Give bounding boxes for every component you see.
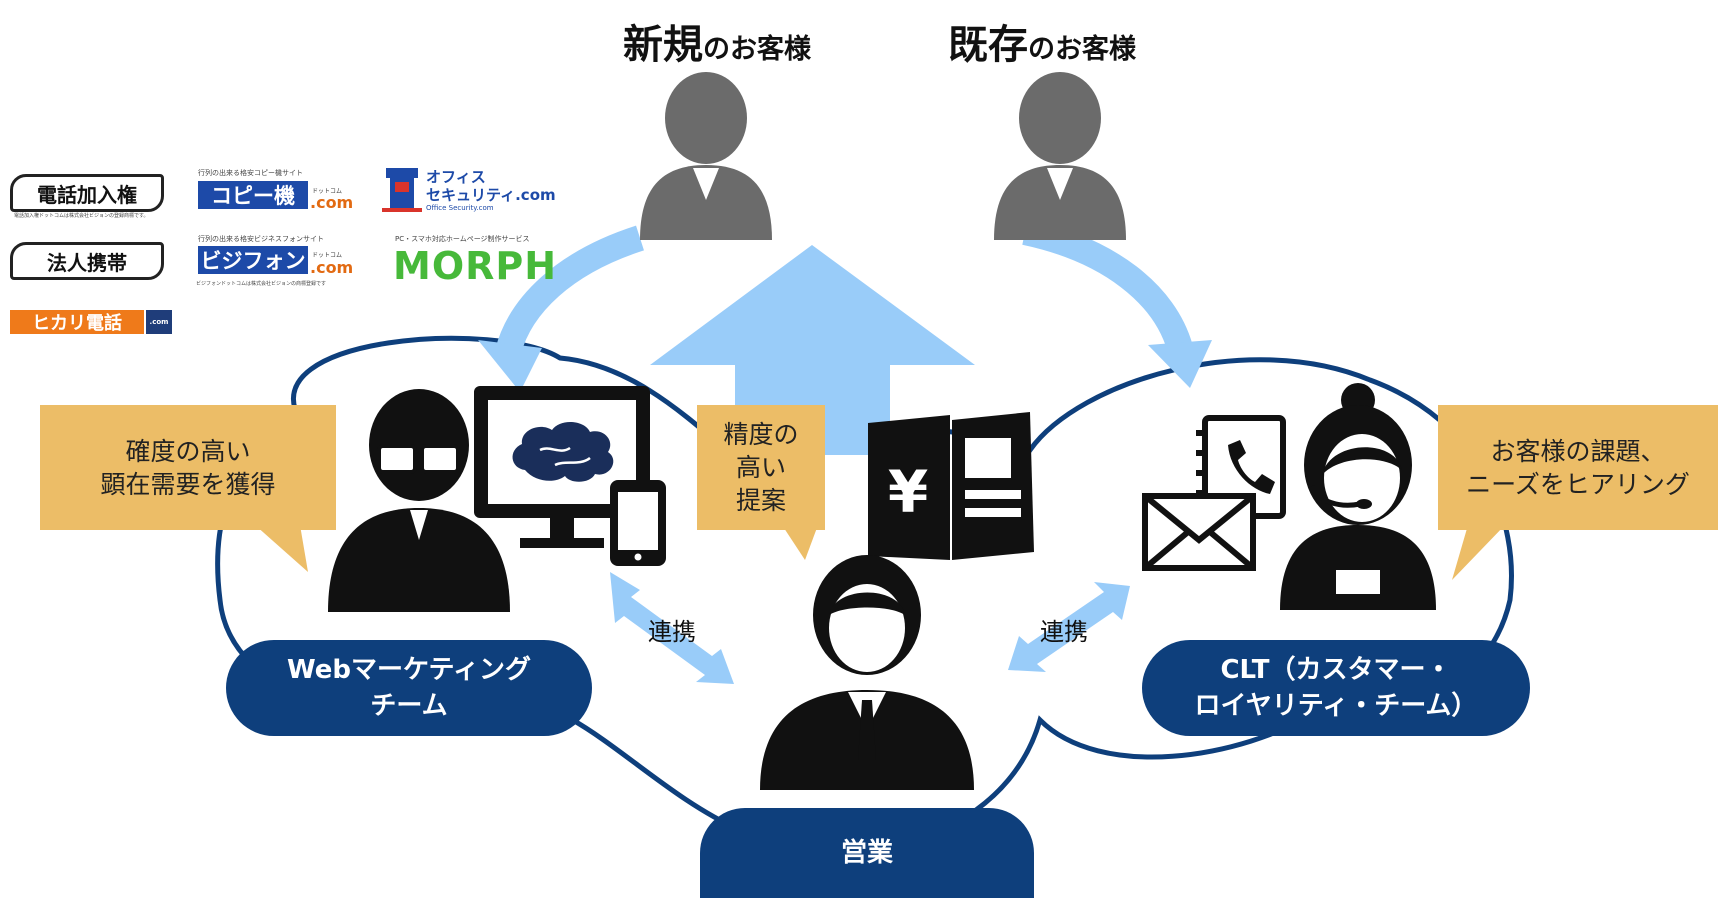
callout-clt: お客様の課題、 ニーズをヒアリング (1438, 405, 1718, 530)
logo-morph-name: MORPH (393, 244, 558, 288)
logo-bizphone-suffix: .com (310, 258, 353, 277)
logo-office-line1: オフィス (426, 166, 486, 187)
logo-denwa: 電話加入権 (10, 174, 164, 212)
link-arrow-left (610, 572, 734, 684)
callout-sales: 精度の 高い 提案 (697, 405, 825, 530)
logo-bizphone-suffix-text: .com (310, 258, 354, 277)
logo-morph: MORPH (393, 244, 557, 288)
team-sales-pill: 営業 (700, 808, 1034, 898)
logo-denwa-sub: 電話加入権ドットコムは株式会社ビジョンの登録商標です。 (14, 213, 149, 219)
logo-morph-tag: PC・スマホ対応ホームページ制作サービス (395, 235, 530, 243)
sales-person-icon (760, 555, 974, 790)
link-label-right: 連携 (1040, 618, 1088, 646)
logo-office-line1-text: オフィス (426, 168, 486, 186)
smartphone-icon (610, 480, 666, 566)
logo-bizphone: ビジフォン (198, 246, 308, 274)
envelope-icon (1142, 493, 1256, 571)
customer-new-icon (640, 72, 772, 240)
logo-copy-kana: ドットコム (312, 188, 343, 195)
link-arrow-right (1008, 582, 1130, 672)
heading-existing-suffix: のお客様 (1028, 34, 1136, 65)
team-web-pill: Webマーケティング チーム (226, 640, 592, 736)
logo-bizphone-sub: ビジフォンドットコムは株式会社ビジョンの商標登録です (196, 281, 327, 287)
svg-text:¥: ¥ (888, 458, 928, 526)
customer-existing-icon (994, 72, 1126, 240)
logo-copy-name: コピー機 (211, 184, 295, 208)
proposal-up-arrow (650, 245, 975, 455)
new-customer-arrow (495, 225, 645, 356)
yen-pamphlet-icon: ¥ (868, 412, 1034, 560)
logo-office-sub: Office Security.com (426, 204, 494, 212)
logo-bizphone-kana: ドットコム (312, 252, 343, 259)
office-security-logo-icon (382, 168, 422, 212)
logo-houjin: 法人携帯 (10, 242, 164, 280)
logo-copy: コピー機 (198, 181, 308, 209)
logo-copy-tag: 行列の出来る格安コピー機サイト (198, 169, 303, 177)
logo-denwa-name: 電話加入権 (37, 182, 137, 207)
logo-office-line2-text: セキュリティ.com (426, 186, 556, 204)
logo-office-line2: セキュリティ.com (426, 184, 556, 205)
logo-hikari-badge-text: .com (149, 318, 169, 326)
existing-customer-arrow (1022, 219, 1193, 352)
logo-hikari-name: ヒカリ電話 (32, 313, 122, 334)
operator-icon (1280, 383, 1436, 610)
heading-new-main: 新規 (623, 22, 703, 68)
logo-copy-suffix-text: .com (310, 193, 354, 212)
heading-new-suffix: のお客様 (703, 34, 811, 65)
logo-bizphone-tag: 行列の出来る格安ビジネスフォンサイト (198, 235, 324, 243)
team-clt-pill: CLT（カスタマー・ ロイヤリティ・チーム） (1142, 640, 1530, 736)
heading-existing-main: 既存 (948, 22, 1028, 68)
callout-web: 確度の高い 顕在需要を獲得 (40, 405, 336, 530)
logo-bizphone-name: ビジフォン (200, 249, 306, 273)
logo-copy-suffix: .com (310, 193, 353, 212)
contact-book-icon (1196, 415, 1286, 519)
heading-new-customers: 新規のお客様 (623, 12, 811, 70)
heading-existing-customers: 既存のお客様 (948, 12, 1136, 70)
web-marketer-icon (328, 389, 510, 612)
logo-hikari-badge: .com (146, 310, 172, 334)
computer-ai-icon (474, 386, 650, 548)
logo-hikari: ヒカリ電話 (10, 310, 144, 334)
logo-houjin-name: 法人携帯 (47, 250, 127, 275)
link-label-left: 連携 (648, 618, 696, 646)
